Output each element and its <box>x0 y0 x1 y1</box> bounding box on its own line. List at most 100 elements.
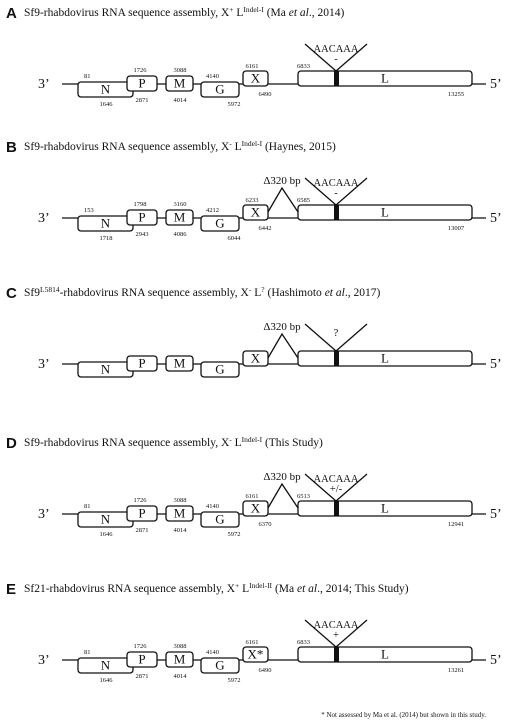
gene-l-label: L <box>381 205 389 220</box>
coordinate-p-end: 2871 <box>136 673 149 680</box>
gene-m-box <box>165 505 194 522</box>
deletion-marker <box>267 482 299 509</box>
gene-m-box <box>165 355 194 372</box>
gene-l-box <box>297 500 473 517</box>
indel-marker <box>334 71 339 86</box>
panel-title: Sf9L5814-rhabdovirus RNA sequence assemb… <box>24 285 380 299</box>
gene-l-box <box>297 70 473 87</box>
gene-p-label: P <box>138 506 145 521</box>
coordinate-n-end: 1718 <box>100 235 113 242</box>
insertion-marker <box>304 619 368 648</box>
gene-g-box <box>200 81 240 98</box>
gene-n-label: N <box>101 362 111 377</box>
coordinate-n-end: 1646 <box>100 101 114 108</box>
coordinate-g-start: 4140 <box>206 649 219 656</box>
coordinate-x-end: 6490 <box>259 91 272 98</box>
gene-x-box <box>242 204 269 221</box>
indel-marker <box>334 647 339 662</box>
coordinate-m-start: 3160 <box>174 201 187 208</box>
gene-m-label: M <box>174 210 186 225</box>
coordinate-p-end: 2943 <box>136 231 149 238</box>
coordinate-l-end: 13255 <box>448 91 464 98</box>
insertion-marker <box>304 323 368 352</box>
coordinate-g-end: 5972 <box>228 677 241 684</box>
panel-letter: B <box>6 139 17 156</box>
panel-letter: D <box>6 435 17 452</box>
coordinate-l-start: 6585 <box>297 197 310 204</box>
insertion-marker <box>304 177 368 206</box>
gene-x-label: X <box>251 71 261 86</box>
gene-n-label: N <box>101 82 111 97</box>
gene-p-box <box>126 355 158 372</box>
coordinate-m-end: 4014 <box>174 97 188 104</box>
end-label-5prime: 5’ <box>490 77 502 92</box>
coordinate-g-end: 5972 <box>228 531 241 538</box>
gene-p-label: P <box>138 210 145 225</box>
coordinate-p-start: 1726 <box>134 643 148 650</box>
gene-m-box <box>165 651 194 668</box>
coordinate-p-start: 1726 <box>134 67 148 74</box>
gene-g-label: G <box>215 82 224 97</box>
coordinate-p-start: 1798 <box>134 201 147 208</box>
gene-m-box <box>165 209 194 226</box>
insertion-status-label: - <box>334 188 338 199</box>
coordinate-n-end: 1646 <box>100 531 114 538</box>
gene-p-label: P <box>138 652 145 667</box>
gene-n-label: N <box>101 216 111 231</box>
gene-m-label: M <box>174 652 186 667</box>
insertion-marker <box>304 43 368 72</box>
gene-p-box <box>126 209 158 226</box>
deletion-marker <box>267 332 299 359</box>
deletion-marker <box>267 186 299 213</box>
gene-g-label: G <box>215 362 224 377</box>
gene-l-label: L <box>381 501 389 516</box>
gene-p-label: P <box>138 76 145 91</box>
coordinate-m-start: 3088 <box>174 643 187 650</box>
panel-letter: E <box>6 581 16 598</box>
gene-m-label: M <box>174 506 186 521</box>
coordinate-x-start: 6233 <box>246 197 259 204</box>
gene-g-label: G <box>215 512 224 527</box>
coordinate-l-end: 13261 <box>448 667 464 674</box>
panel-title: Sf9-rhabdovirus RNA sequence assembly, X… <box>24 139 336 153</box>
deletion-label: Δ320 bp <box>263 175 301 187</box>
gene-m-box <box>165 75 194 92</box>
coordinate-x-start: 6161 <box>246 63 259 70</box>
coordinate-x-end: 6370 <box>259 521 272 528</box>
coordinate-m-end: 4014 <box>174 673 188 680</box>
end-label-5prime: 5’ <box>490 211 502 226</box>
gene-l-label: L <box>381 647 389 662</box>
coordinate-g-start: 4212 <box>206 207 219 214</box>
gene-l-box <box>297 204 473 221</box>
insertion-sequence-label: AACAAA <box>314 474 359 485</box>
coordinate-m-start: 3088 <box>174 497 187 504</box>
coordinate-m-end: 4014 <box>174 527 188 534</box>
gene-g-label: G <box>215 658 224 673</box>
end-label-3prime: 3’ <box>38 211 50 226</box>
coordinate-p-start: 1726 <box>134 497 148 504</box>
panel-e: E Sf21-rhabdovirus RNA sequence assembly,… <box>6 581 502 684</box>
indel-marker <box>334 205 339 220</box>
footnote: * Not assessed by Ma et al. (2014) but s… <box>321 711 486 719</box>
gene-x-label: X <box>251 205 261 220</box>
coordinate-x-end: 6490 <box>259 667 272 674</box>
coordinate-m-start: 3088 <box>174 67 187 74</box>
end-label-5prime: 5’ <box>490 653 502 668</box>
panel-title: Sf9-rhabdovirus RNA sequence assembly, X… <box>24 5 344 19</box>
panel-title: Sf21-rhabdovirus RNA sequence assembly, … <box>24 581 409 595</box>
coordinate-l-end: 13007 <box>448 225 465 232</box>
coordinate-g-start: 4140 <box>206 73 219 80</box>
coordinate-n-start: 153 <box>84 207 94 214</box>
indel-marker <box>334 351 339 366</box>
gene-n-label: N <box>101 658 111 673</box>
coordinate-n-start: 81 <box>84 649 91 656</box>
coordinate-g-start: 4140 <box>206 503 219 510</box>
gene-x-box <box>242 500 269 517</box>
gene-n-label: N <box>101 512 111 527</box>
insertion-sequence-label: AACAAA <box>314 44 359 55</box>
coordinate-m-end: 4086 <box>174 231 188 238</box>
gene-g-box <box>200 215 240 232</box>
coordinate-n-end: 1646 <box>100 677 114 684</box>
indel-marker <box>334 501 339 516</box>
